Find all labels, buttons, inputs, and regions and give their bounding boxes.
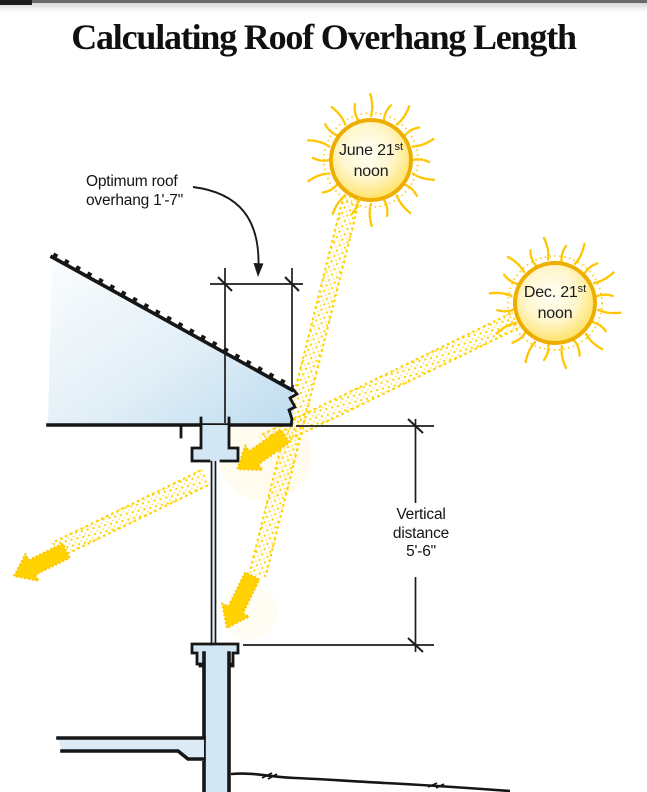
optimum-overhang-label: Optimum roof overhang 1'-7" [86, 173, 183, 210]
roof-fill [48, 257, 293, 425]
window-sill-left [190, 642, 213, 666]
optimum-overhang-line1: Optimum roof [86, 173, 178, 190]
overhang-tick-left [217, 276, 233, 292]
vertical-distance-line3: 5'-6" [406, 543, 436, 560]
june-ray-beam [248, 193, 361, 579]
june-sun-disk [329, 118, 413, 202]
vertical-distance-line1: Vertical [396, 506, 446, 523]
dec-sun-disk [513, 261, 597, 345]
overhang-dimension [210, 268, 303, 423]
dec-ray-interior-beam [49, 468, 210, 560]
vertical-dimension [243, 418, 434, 653]
dec-ray-beam [258, 311, 520, 452]
dec-sun-glow [507, 255, 603, 351]
june-sun-time: noon [353, 163, 389, 180]
page-top-edge [0, 0, 647, 3]
optimum-overhang-line2: overhang 1'-7" [86, 191, 184, 209]
june-ordinal: st [394, 141, 404, 153]
june-sun [305, 91, 437, 229]
window-head-left [190, 416, 211, 463]
floor-bottom-line [60, 749, 206, 761]
grade-hatch-marks [261, 772, 445, 789]
page-corner-mark [0, 0, 32, 5]
vertical-distance-label: Vertical distance 5'-6" [372, 506, 470, 562]
vertical-tick-bottom [407, 637, 424, 653]
window-head-right [219, 416, 240, 463]
june-sun-date: June 21st [338, 141, 404, 159]
dec-sun [487, 235, 623, 371]
dec-ordinal: st [577, 283, 587, 295]
page-top-shadow [0, 2, 647, 12]
leader-arrow [192, 186, 264, 277]
vertical-tick-top [407, 418, 424, 434]
dec-sun-date: Dec. 21st [523, 283, 587, 301]
page-title: Calculating Roof Overhang Length [71, 17, 577, 57]
roof-fascia [287, 386, 300, 427]
dec-ray-interior-arrow [6, 536, 74, 591]
roof-slope-line [49, 254, 295, 393]
wall-below-window-fill [204, 660, 229, 792]
dec-sun-label: Dec. 21st noon [507, 283, 603, 323]
leader-curve [192, 186, 260, 265]
dec-sun-time: noon [537, 305, 573, 322]
june-sun-label: June 21st noon [323, 141, 419, 181]
overhang-tick-right [284, 276, 300, 292]
wall-above-window-fill [192, 425, 238, 461]
window-sill-right [209, 642, 240, 666]
leader-arrowhead [253, 263, 264, 277]
vertical-distance-line2: distance [392, 524, 450, 542]
window-glass-fill [211, 461, 216, 645]
june-sun-glow [323, 112, 419, 208]
